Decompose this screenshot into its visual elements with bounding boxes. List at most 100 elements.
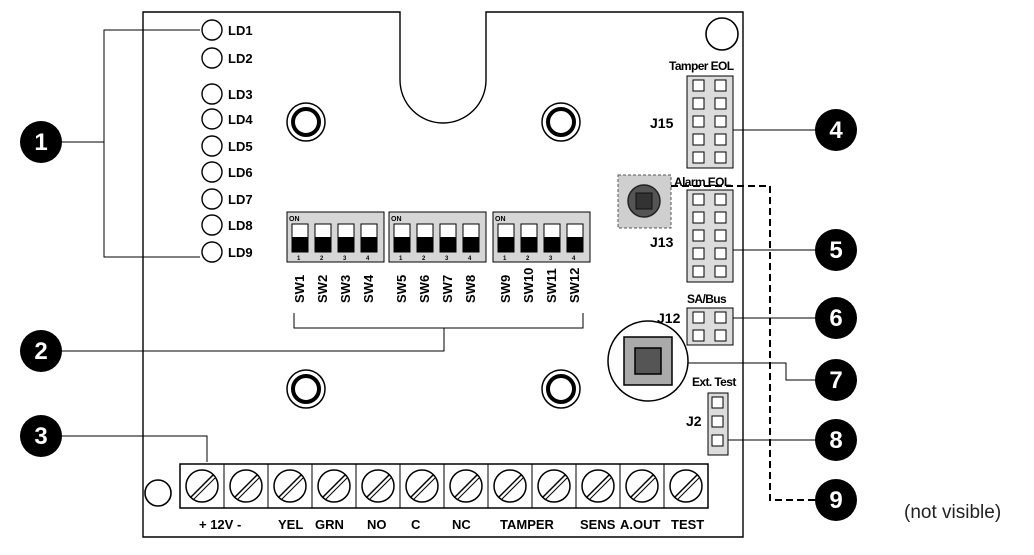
jumper-pin [714, 115, 727, 128]
j15-pins [692, 79, 727, 164]
led-indicator [201, 241, 223, 263]
callout-marker [815, 109, 857, 151]
j2-pins [711, 396, 724, 447]
mounting-hole [541, 102, 581, 142]
mounting-hole [286, 369, 326, 409]
led-label: LD7 [228, 192, 253, 207]
dip-switch-lever [292, 237, 308, 252]
mounting-hole [286, 102, 326, 142]
led-indicator [201, 188, 223, 210]
dip-switch-lever [521, 237, 537, 252]
callout-marker [815, 419, 857, 461]
jumper-pin [714, 265, 727, 278]
leader-line-2 [293, 313, 584, 329]
sa-bus-header: SA/Bus [687, 292, 727, 306]
callout-number: 4 [829, 117, 843, 144]
jumper-pin [714, 247, 727, 260]
terminal-label: SENS [580, 517, 616, 532]
switch-label: SW4 [361, 274, 376, 303]
terminal-screw [185, 469, 219, 503]
test-pushbutton [607, 320, 689, 402]
callout-marker [20, 121, 62, 163]
led-indicator [201, 214, 223, 236]
jumper-pin [692, 79, 705, 92]
terminal-label: NC [452, 517, 471, 532]
leader-line-2 [62, 328, 445, 352]
jumper-pin [692, 329, 705, 342]
callout-number: 3 [34, 423, 47, 450]
terminal-screw [449, 469, 483, 503]
switch-label: SW9 [498, 275, 513, 303]
terminal-screw [229, 469, 263, 503]
dip-position-number: 2 [320, 256, 324, 262]
jumper-pin [714, 193, 727, 206]
led-label: LD9 [228, 245, 253, 260]
dip-position-number: 2 [526, 256, 530, 262]
led-indicator [201, 47, 223, 69]
callout-marker [815, 359, 857, 401]
dip-position-number: 3 [445, 256, 449, 262]
ext-test-header: Ext. Test [692, 375, 736, 389]
led-label: LD8 [228, 218, 253, 233]
leader-line-7 [688, 362, 815, 381]
callout-number: 1 [34, 129, 47, 156]
terminal-label: NO [367, 517, 387, 532]
tamper-eol-header: Tamper EOL [669, 59, 734, 73]
dip-switch-lever [463, 237, 479, 252]
callout-number: 9 [829, 487, 842, 514]
callout-marker [815, 479, 857, 521]
led-label: LD4 [228, 112, 253, 127]
callout-number: 8 [829, 427, 842, 454]
callout-number: 7 [829, 367, 842, 394]
dip-position-number: 4 [468, 256, 472, 262]
j13-label: J13 [650, 234, 674, 250]
led-indicator [201, 135, 223, 157]
switch-label: SW11 [544, 268, 559, 303]
callout-9-note: (not visible) [904, 502, 1001, 523]
led-label: LD1 [228, 23, 253, 38]
mounting-hole [541, 369, 581, 409]
tamper-switch [617, 174, 672, 229]
terminal-label: YEL [278, 517, 303, 532]
jumper-pin [711, 396, 724, 409]
terminal-label: C [411, 517, 421, 532]
terminal-screw [493, 469, 527, 503]
leader-line-9 [671, 185, 815, 501]
dip-switch-lever [338, 237, 354, 252]
terminal-label: TEST [671, 517, 704, 532]
j12-label: J12 [657, 310, 681, 326]
jumper-pin [714, 211, 727, 224]
jumper-pin [692, 311, 705, 324]
terminal-label: TAMPER [500, 517, 555, 532]
jumper-pin [692, 229, 705, 242]
leader-line-3 [62, 435, 208, 462]
jumper-pin [714, 151, 727, 164]
corner-hole [144, 479, 172, 507]
jumper-pin [711, 415, 724, 428]
switch-label: SW8 [463, 275, 478, 303]
dip-position-number: 3 [549, 256, 553, 262]
terminal-screw [625, 469, 659, 503]
callout-marker [20, 330, 62, 372]
switch-label: SW3 [338, 275, 353, 303]
switch-label: SW5 [394, 275, 409, 303]
callout-marker [20, 415, 62, 457]
dip-switch-lever [440, 237, 456, 252]
dip-on-label: ON [495, 216, 506, 223]
terminal-screw [581, 469, 615, 503]
terminal-screw [317, 469, 351, 503]
jumper-pin [711, 434, 724, 447]
led-label: LD2 [228, 51, 253, 66]
jumper-pin [714, 133, 727, 146]
dip-switch-lever [394, 237, 410, 252]
terminal-screw [405, 469, 439, 503]
switch-label: SW7 [440, 275, 455, 303]
j15-label: J15 [650, 115, 674, 131]
led-label: LD3 [228, 87, 253, 102]
terminal-label: A.OUT [620, 517, 661, 532]
callout-number: 5 [829, 237, 842, 264]
dip-position-number: 3 [343, 256, 347, 262]
dip-position-number: 1 [503, 256, 507, 262]
jumper-pin [714, 311, 727, 324]
